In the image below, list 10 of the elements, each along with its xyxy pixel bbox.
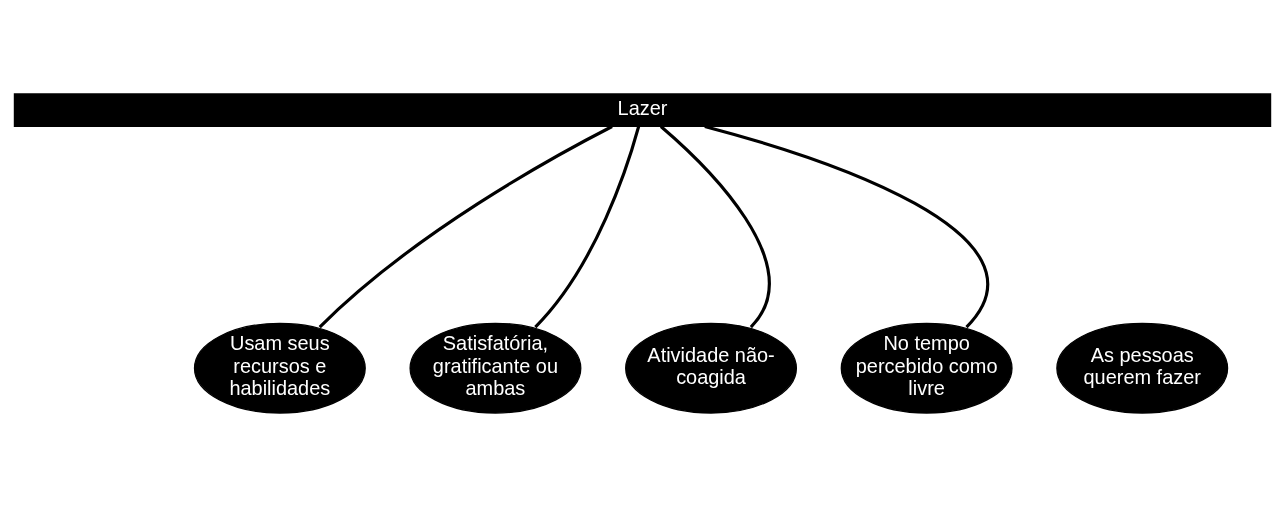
node-ellipse: Satisfatória, gratificante ou ambas — [409, 322, 582, 414]
node-ellipse: Atividade não-coagida — [625, 322, 798, 414]
node-ellipse: As pessoas querem fazer — [1056, 322, 1229, 414]
node-ellipse: Usam seus recursos e habilidades — [193, 322, 366, 414]
connector — [318, 124, 613, 328]
node-ellipse: No tempo percebido como livre — [840, 322, 1013, 414]
connector — [534, 125, 641, 328]
connector — [659, 124, 771, 328]
connector — [704, 124, 989, 328]
node-box: Lazer — [13, 92, 1272, 127]
